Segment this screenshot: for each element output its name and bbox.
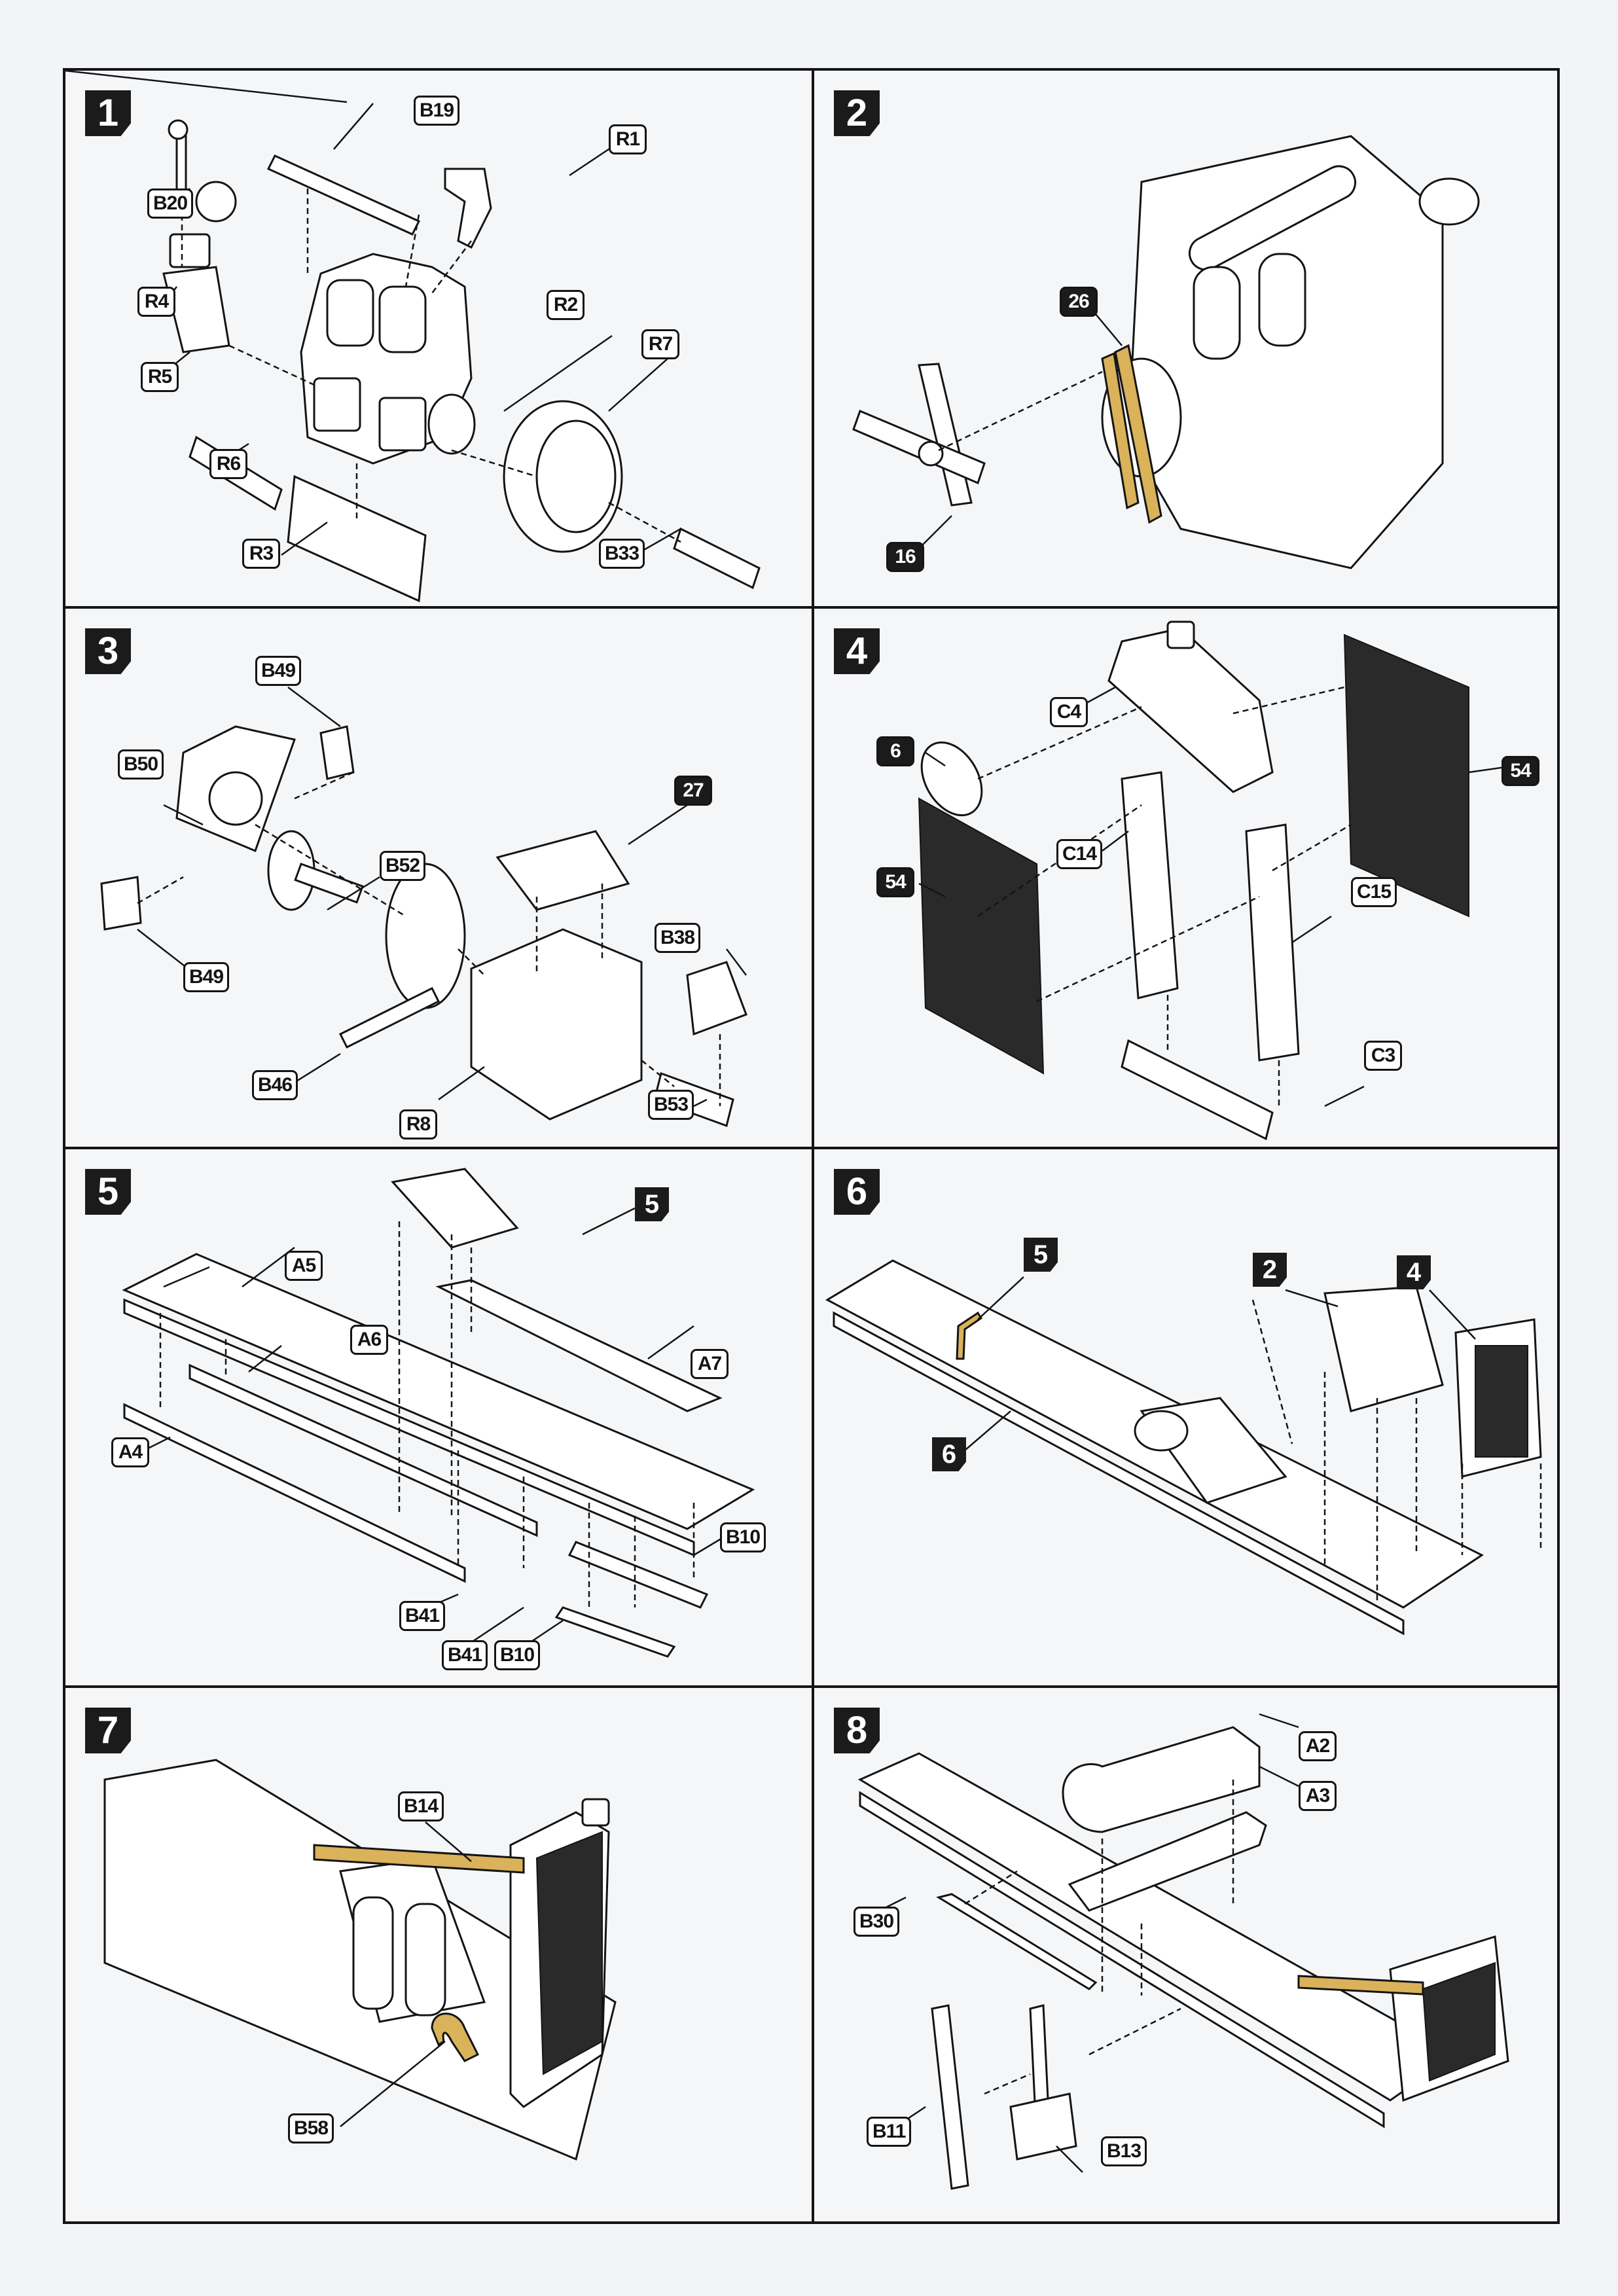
step-reference-badge: 5 <box>1024 1238 1058 1272</box>
fuel-tank-and-levers-drawing <box>857 1713 1509 2190</box>
part-label: C14 <box>1056 839 1103 869</box>
part-label: B49 <box>183 962 230 992</box>
part-label: R3 <box>242 539 280 569</box>
engine-assembled-drawing <box>852 135 1480 569</box>
row-divider <box>65 1147 1557 1149</box>
part-label: B19 <box>414 96 460 126</box>
step-7-panel: 7 B14 B58 <box>65 1688 812 2224</box>
part-label: R1 <box>609 124 647 154</box>
part-label: B33 <box>599 539 645 569</box>
part-label: A6 <box>350 1325 388 1355</box>
step-1-panel: 1 B19 R1 B20 R4 R2 R5 R7 R6 R3 B33 <box>65 71 812 606</box>
part-label: B10 <box>720 1522 766 1552</box>
step-reference-badge: 4 <box>1397 1255 1431 1289</box>
part-label: B14 <box>398 1791 444 1821</box>
step-number-badge: 2 <box>834 90 880 136</box>
part-label: R5 <box>141 362 179 392</box>
step-3-panel: 3 B49 B50 B52 27 B38 B49 B46 R8 B53 <box>65 609 812 1147</box>
part-label: A7 <box>691 1349 728 1379</box>
step-number-badge: 5 <box>85 1169 131 1215</box>
part-label: B10 <box>494 1640 541 1670</box>
step-2-panel: 2 26 16 <box>814 71 1560 606</box>
part-label: B46 <box>252 1070 298 1100</box>
part-label: B49 <box>255 656 302 686</box>
step-reference-badge: 6 <box>932 1437 966 1471</box>
part-label: B41 <box>442 1640 488 1670</box>
part-label: B50 <box>118 749 164 780</box>
photo-etch-label: 54 <box>1501 756 1539 786</box>
part-label: B20 <box>147 188 194 219</box>
part-label: B52 <box>380 851 426 881</box>
photo-etch-label: 16 <box>886 542 924 572</box>
row-divider <box>65 1685 1557 1688</box>
column-divider <box>812 71 814 2221</box>
part-label: B41 <box>399 1601 446 1631</box>
part-label: B30 <box>854 1907 900 1937</box>
step-4-panel: 4 C4 6 54 C14 54 C15 C3 <box>814 609 1560 1147</box>
step-number-badge: 7 <box>85 1708 131 1753</box>
part-label: C3 <box>1364 1041 1402 1071</box>
photo-etch-label: 6 <box>876 736 914 766</box>
step-5-panel: 5 5 A5 A7 A6 A6 A4 B10 B41 B41 B10 <box>65 1149 812 1685</box>
step-number-badge: 3 <box>85 628 131 674</box>
step-number-badge: 8 <box>834 1708 880 1753</box>
row-divider <box>65 606 1557 609</box>
photo-etch-label: 54 <box>876 867 914 897</box>
engine-cooling-pipes-drawing <box>103 1759 617 2161</box>
instruction-sheet: 1 B19 R1 B20 R4 R2 R5 R7 R6 R3 B33 <box>63 68 1560 2224</box>
radiator-exploded-drawing <box>918 620 1515 1141</box>
part-label: B38 <box>655 923 701 953</box>
step-number-badge: 6 <box>834 1169 880 1215</box>
part-label: R2 <box>547 290 584 320</box>
part-label: R7 <box>641 329 679 359</box>
gearbox-exploded-drawing <box>100 687 747 1127</box>
part-label: R4 <box>137 287 175 317</box>
step-reference-badge: 5 <box>635 1187 669 1221</box>
step-number-badge: 4 <box>834 628 880 674</box>
photo-etch-label: 27 <box>674 776 712 806</box>
part-label: A5 <box>285 1251 323 1281</box>
step-8-panel: 8 A2 A3 B30 B11 B13 <box>814 1688 1560 2224</box>
part-label: C15 <box>1351 877 1397 907</box>
chassis-frame-exploded-drawing <box>122 1168 755 1658</box>
chassis-with-engine-drawing <box>825 1259 1542 1636</box>
photo-etch-label: 26 <box>1060 287 1098 317</box>
part-label: C4 <box>1050 697 1088 727</box>
part-label: A2 <box>1299 1731 1337 1761</box>
part-label: B53 <box>648 1090 694 1120</box>
part-label: A4 <box>111 1437 149 1467</box>
part-label: A3 <box>1299 1781 1337 1811</box>
step-6-panel: 6 5 2 4 6 <box>814 1149 1560 1685</box>
part-label: B58 <box>288 2113 334 2144</box>
part-label: B13 <box>1101 2136 1147 2166</box>
engine-block-exploded-drawing <box>65 71 761 603</box>
part-label: R6 <box>209 449 247 479</box>
part-label: B11 <box>867 2117 912 2147</box>
step-reference-badge: 2 <box>1253 1253 1287 1287</box>
step-number-badge: 1 <box>85 90 131 136</box>
part-label: R8 <box>399 1109 437 1139</box>
